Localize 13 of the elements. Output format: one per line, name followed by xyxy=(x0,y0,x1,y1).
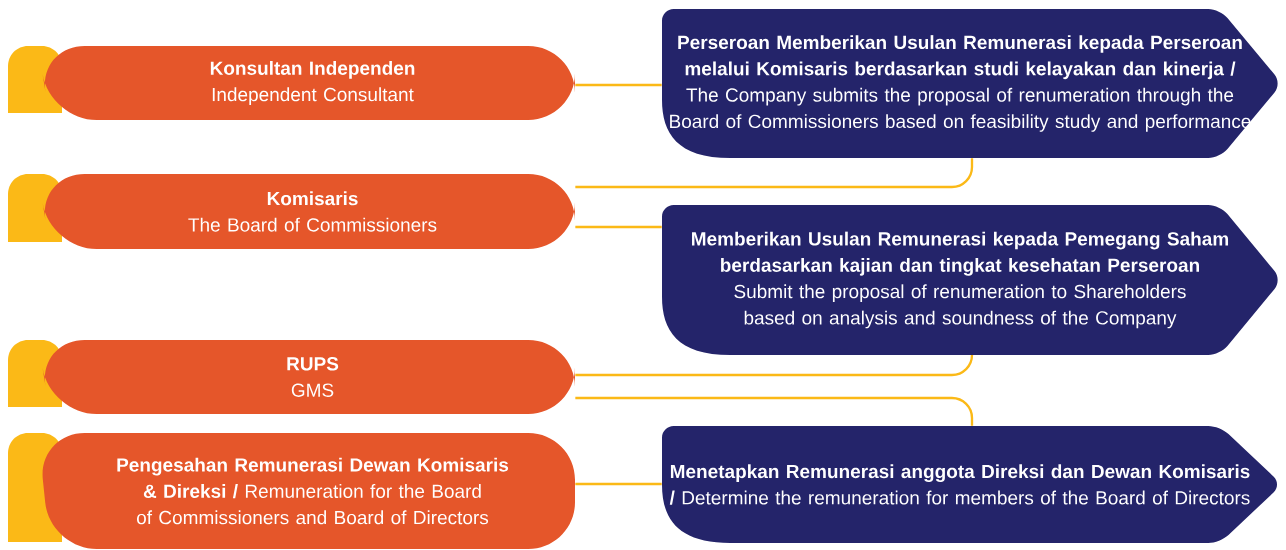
connector-line xyxy=(575,225,662,229)
connector-line xyxy=(575,158,974,189)
step-chevron: Perseroan Memberikan Usulan Remunerasi kepada Perseroan melalui Komisaris berdasarkan studi kelayakan dan kinerja / The Company submits the proposal of renumeration through the Board of Commissioners based on feasibility study and performance xyxy=(662,9,1278,158)
connector-line xyxy=(575,396,974,426)
connector-line xyxy=(575,482,662,486)
step-chevron: Menetapkan Remunerasi anggota Direksi dan Dewan Komisaris / Determine the remuneration for members of the Board of Directors xyxy=(662,426,1278,543)
connector-line xyxy=(575,353,974,377)
role-box: Pengesahan Remunerasi Dewan Komisaris & Direksi / Remuneration for the Board of Commissioners and Board of Directors xyxy=(8,433,575,549)
role-box: Konsultan Independen Independent Consultant xyxy=(8,46,575,120)
step-chevron: Memberikan Usulan Remunerasi kepada Pemegang Saham berdasarkan kajian dan tingkat kesehatan Perseroan Submit the proposal of renumeration to Shareholders based on analysis and soundness of the Company xyxy=(662,205,1278,355)
connector-line xyxy=(575,83,662,87)
role-box: RUPS GMS xyxy=(8,340,575,414)
role-box: Komisaris The Board of Commissioners xyxy=(8,174,575,249)
